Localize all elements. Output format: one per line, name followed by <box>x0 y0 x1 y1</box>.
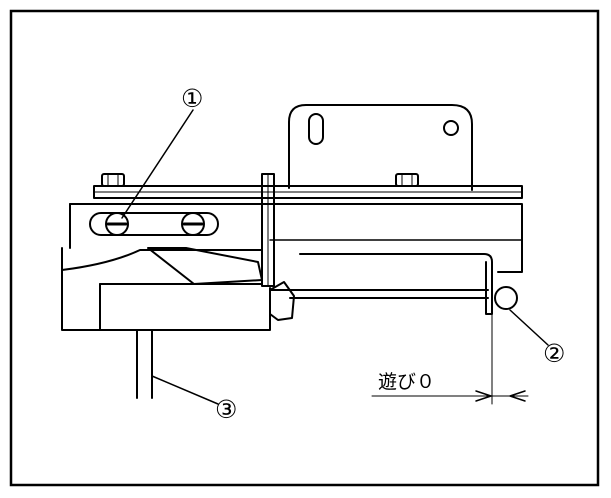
housing-cover <box>61 249 263 271</box>
mechanism-drawing <box>61 104 549 405</box>
leader-line-1 <box>121 109 194 219</box>
callout-3: ③ <box>215 395 237 424</box>
stopper-ball <box>494 286 518 310</box>
knife-wedge <box>147 247 263 285</box>
actuator-hook <box>299 253 493 315</box>
mounting-bracket <box>288 104 473 191</box>
carriage-block <box>69 203 523 273</box>
screw-second <box>181 212 205 236</box>
leader-line-2 <box>509 309 549 346</box>
callout-2: ② <box>543 339 565 368</box>
lower-housing <box>61 247 271 331</box>
housing-cap <box>269 281 295 321</box>
clearance-label: 遊び０ <box>378 371 435 393</box>
diagram-frame <box>9 9 600 487</box>
leader-line-3 <box>151 375 219 405</box>
screw-1 <box>105 212 129 236</box>
bracket-slot <box>308 113 324 145</box>
callout-1: ① <box>181 84 203 113</box>
support-rod <box>136 329 153 399</box>
bracket-hole <box>443 120 459 136</box>
top-screw-left <box>101 173 125 187</box>
adjust-slot <box>89 212 219 236</box>
top-screw-right <box>395 173 419 187</box>
dimension-arrow-left <box>475 390 492 402</box>
